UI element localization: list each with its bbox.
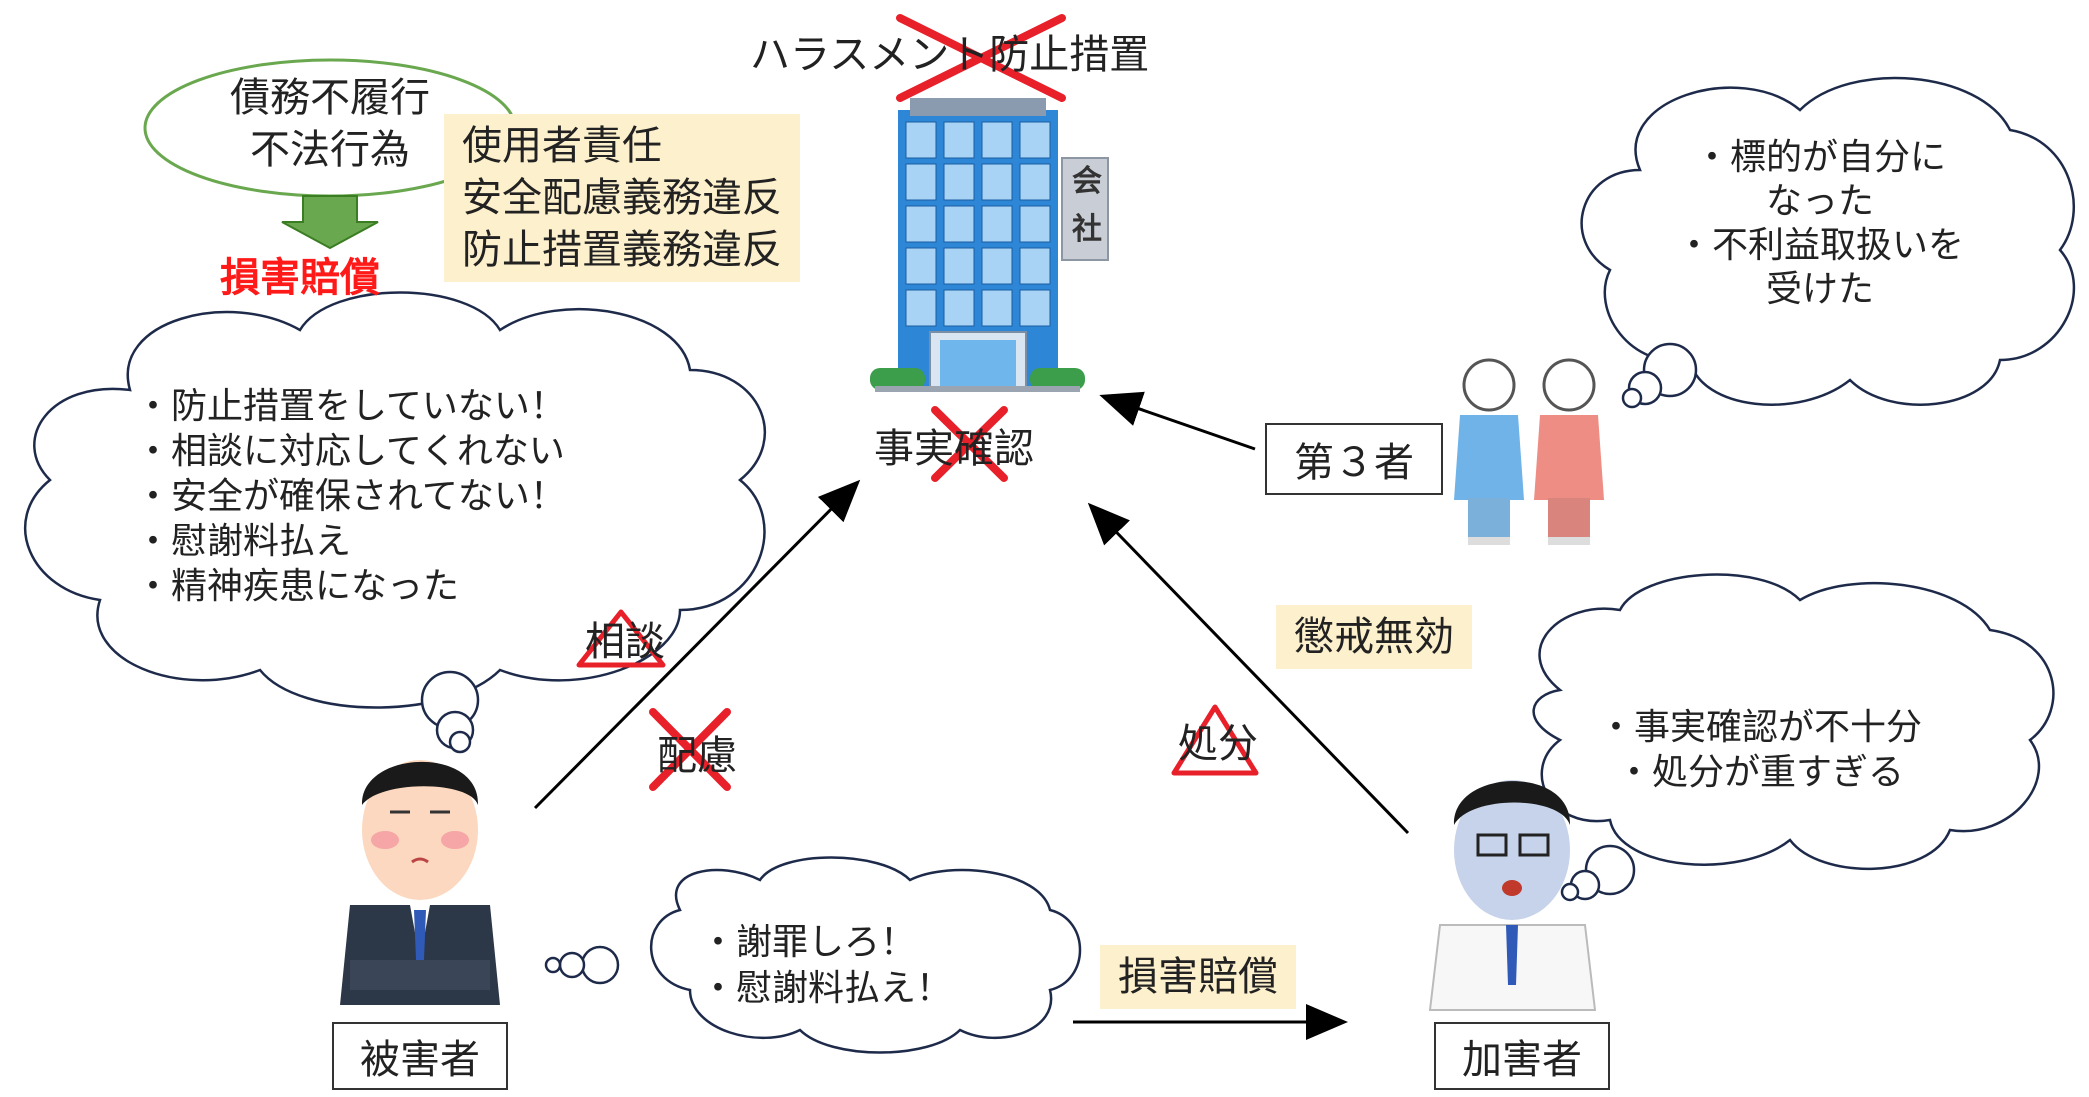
victim-figure <box>340 760 500 1005</box>
third-party-figures <box>1454 358 1604 545</box>
perpetrator-thought-cloud <box>1532 573 2055 902</box>
victim-thought-line: ・相談に対応してくれない <box>135 431 565 472</box>
perpetrator-thought-line: ・事実確認が不十分 <box>1597 707 1922 748</box>
victim-demand-line: ・謝罪しろ！ <box>700 922 917 963</box>
company-sign-1: 会 <box>1072 164 1102 199</box>
edge-label-care: 配慮 <box>657 733 737 779</box>
claim-line: 不法行為 <box>250 127 410 173</box>
edge-label-discipline: 処分 <box>1178 721 1258 767</box>
edge-label-damages: 損害賠償 <box>1100 945 1296 1009</box>
claims-ellipse-text: 債務不履行 不法行為 <box>190 72 470 176</box>
edge-label-consult: 相談 <box>585 619 665 665</box>
victim-thought-line: ・精神疾患になった <box>135 566 460 607</box>
victim-thought-line: ・防止措置をしていない！ <box>135 386 566 427</box>
green-down-arrow-icon <box>281 195 379 250</box>
victim-thought-line: ・慰謝料払え <box>135 521 352 562</box>
third-party-thoughts: ・標的が自分に なった ・不利益取扱いを 受けた <box>1650 136 1990 312</box>
arrow-third-party-to-company <box>1099 391 1256 451</box>
damages-red-label: 損害賠償 <box>220 255 380 301</box>
edge-label-invalid-discipline: 懲戒無効 <box>1276 605 1472 669</box>
third-party-thought-line: ・標的が自分に <box>1693 137 1946 178</box>
third-party-thought-line: ・不利益取扱いを <box>1675 225 1964 266</box>
third-party-thought-cloud <box>1580 76 2076 409</box>
liability-line: 防止措置義務違反 <box>462 227 782 273</box>
victim-thought-line: ・安全が確保されてない！ <box>135 476 566 517</box>
harassment-prevention-title: ハラスメント防止措置 <box>750 32 1150 78</box>
third-party-thought-line: 受けた <box>1765 269 1874 310</box>
victim-thought-cloud <box>23 291 767 754</box>
liability-line: 安全配慮義務違反 <box>462 175 782 221</box>
victim-demand-line: ・慰謝料払え！ <box>700 968 953 1009</box>
perpetrator-label: 加害者 <box>1434 1022 1610 1090</box>
company-building-icon <box>870 98 1109 392</box>
arrow-perpetrator-to-company <box>1087 502 1410 835</box>
victim-label: 被害者 <box>332 1022 508 1090</box>
warning-triangle-icons <box>576 609 1259 776</box>
third-party-thought-line: なった <box>1765 181 1874 222</box>
arrow-victim-to-company <box>533 479 861 810</box>
perpetrator-figure <box>1428 780 1597 1011</box>
victim-demands-cloud <box>544 856 1082 1054</box>
perpetrator-thoughts: ・事実確認が不十分 ・処分が重すぎる <box>1560 705 1960 795</box>
third-party-label: 第３者 <box>1265 423 1443 495</box>
fact-check-label: 事実確認 <box>874 426 1034 472</box>
employer-liability-highlight: 使用者責任 安全配慮義務違反 防止措置義務違反 <box>444 114 800 282</box>
victim-demands: ・謝罪しろ！ ・慰謝料払え！ <box>700 920 952 1012</box>
victim-thoughts: ・防止措置をしていない！ ・相談に対応してくれない ・安全が確保されてない！ ・… <box>135 384 566 609</box>
claim-line: 債務不履行 <box>230 75 430 121</box>
perpetrator-thought-line: ・処分が重すぎる <box>1615 752 1904 793</box>
cross-out-icons <box>649 14 1066 791</box>
company-sign-2: 社 <box>1072 212 1102 247</box>
liability-line: 使用者責任 <box>462 123 662 169</box>
